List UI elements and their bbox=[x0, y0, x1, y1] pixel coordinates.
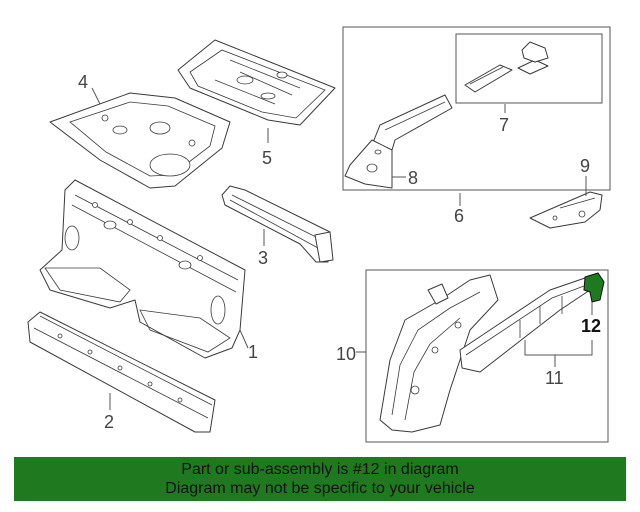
part-5-floor-pan[interactable] bbox=[177, 39, 336, 126]
callout-1: 1 bbox=[248, 342, 258, 362]
banner-line-2: Diagram may not be specific to your vehi… bbox=[165, 480, 475, 497]
callout-4: 4 bbox=[78, 72, 88, 92]
group-box-6 bbox=[342, 26, 611, 191]
callout-6: 6 bbox=[454, 206, 464, 226]
part-10-frame-rail[interactable] bbox=[379, 274, 499, 433]
callout-5: 5 bbox=[262, 148, 272, 168]
group-box-10 bbox=[365, 269, 609, 443]
part-3-cross-member[interactable] bbox=[221, 185, 334, 263]
callout-11: 11 bbox=[545, 368, 564, 388]
part-7-brackets[interactable] bbox=[464, 41, 549, 93]
callout-8: 8 bbox=[408, 168, 418, 188]
group-box-7 bbox=[455, 33, 603, 104]
callout-7: 7 bbox=[499, 115, 509, 135]
part-12-bracket-highlight[interactable] bbox=[583, 272, 605, 303]
callout-leaders bbox=[91, 87, 593, 410]
callout-labels: 4 5 3 1 2 6 7 8 9 10 11 12 bbox=[78, 72, 601, 432]
callout-10: 10 bbox=[336, 344, 356, 364]
info-banner: Part or sub-assembly is #12 in diagram D… bbox=[14, 457, 626, 501]
banner-line-1: Part or sub-assembly is #12 in diagram bbox=[181, 461, 459, 478]
part-9-bracket[interactable] bbox=[529, 191, 603, 229]
callout-12: 12 bbox=[581, 316, 601, 336]
callout-9: 9 bbox=[580, 156, 590, 176]
part-11-side-rail[interactable] bbox=[459, 277, 591, 373]
callout-2: 2 bbox=[104, 412, 114, 432]
callout-3: 3 bbox=[258, 248, 268, 268]
part-8-rail[interactable] bbox=[344, 94, 453, 189]
part-1-floor-assembly[interactable] bbox=[39, 179, 246, 359]
part-2-sill[interactable] bbox=[27, 311, 216, 433]
part-4-floor-panel[interactable] bbox=[49, 92, 231, 189]
